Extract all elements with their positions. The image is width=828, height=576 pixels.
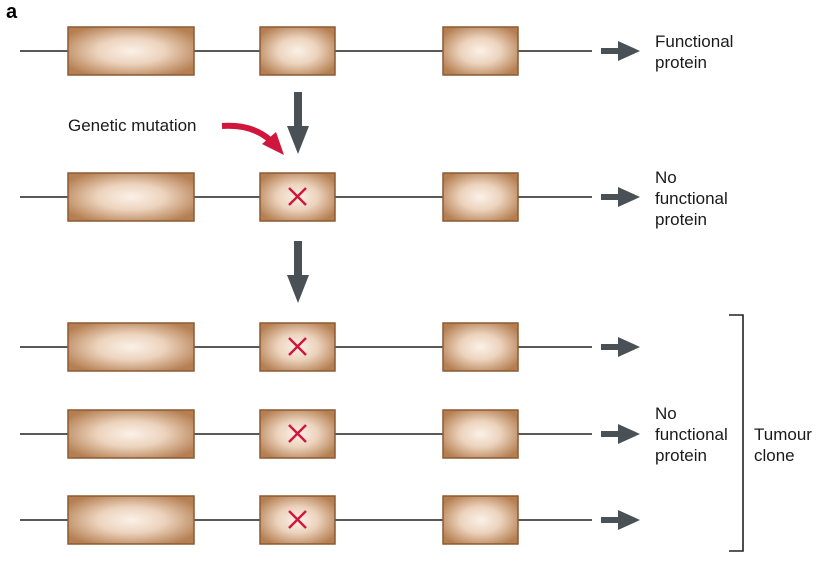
gene-row-4 xyxy=(20,409,640,459)
x-mark-icon xyxy=(288,424,307,443)
gene-row-3 xyxy=(20,322,640,372)
exon-3 xyxy=(442,495,519,545)
exon-1 xyxy=(67,172,195,222)
clone-no-functional-protein-label: No functional protein xyxy=(655,404,733,465)
right-arrow-icon xyxy=(601,424,640,444)
exon-3 xyxy=(442,322,519,372)
gene-row-1 xyxy=(20,26,640,76)
functional-protein-label: Functional protein xyxy=(655,32,738,72)
mutation-arrow-icon xyxy=(221,122,284,155)
clone-bracket xyxy=(729,314,744,552)
gene-row-2 xyxy=(20,172,640,222)
exon-1 xyxy=(67,26,195,76)
exon-3 xyxy=(442,172,519,222)
exon-1 xyxy=(67,495,195,545)
x-mark-icon xyxy=(288,337,307,356)
panel-label: a xyxy=(6,1,18,23)
right-arrow-icon xyxy=(601,41,640,61)
x-mark-icon xyxy=(288,187,307,206)
down-arrow-icon xyxy=(287,92,309,154)
right-arrow-icon xyxy=(601,510,640,530)
no-functional-protein-label: No functional protein xyxy=(655,168,733,229)
right-arrow-icon xyxy=(601,337,640,357)
x-mark-icon xyxy=(288,510,307,529)
genetic-mutation-label: Genetic mutation xyxy=(68,116,197,135)
right-arrow-icon xyxy=(601,187,640,207)
exon-3 xyxy=(442,26,519,76)
tumour-clone-label: Tumour clone xyxy=(754,425,817,465)
exon-2 xyxy=(259,26,336,76)
exon-1 xyxy=(67,409,195,459)
exon-1 xyxy=(67,322,195,372)
down-arrow-icon xyxy=(287,241,309,303)
exon-3 xyxy=(442,409,519,459)
gene-row-5 xyxy=(20,495,640,545)
